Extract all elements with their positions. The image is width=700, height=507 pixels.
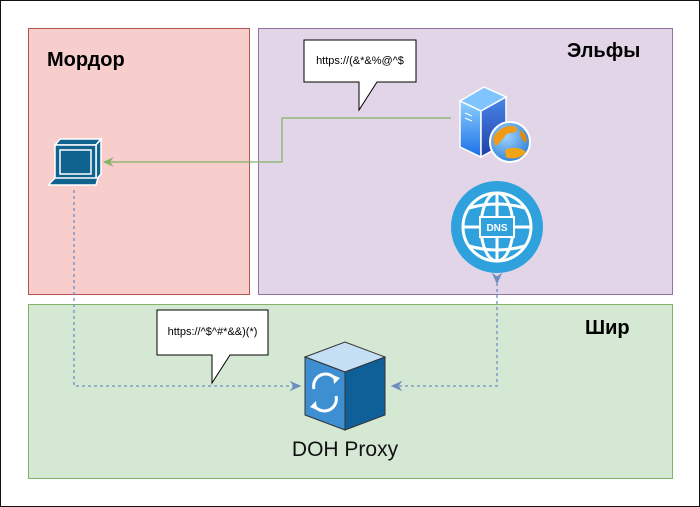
zone-title-elves: Эльфы xyxy=(567,40,641,62)
computer-icon xyxy=(47,136,103,186)
callout-elves-request-text: https://(&*&%@^$ xyxy=(316,55,404,67)
proxy-cube-icon xyxy=(303,341,387,431)
callout-elves-request xyxy=(303,39,417,112)
web-server-icon xyxy=(458,86,531,163)
dns-label: DNS xyxy=(486,223,507,234)
zone-title-shire: Шир xyxy=(585,317,630,339)
dns-globe-icon: DNS xyxy=(451,181,543,273)
edge-client-to-proxy xyxy=(73,190,302,392)
edge-dns-to-proxy xyxy=(390,272,503,392)
zone-title-mordor: Мордор xyxy=(47,49,125,71)
callout-shire-request-text: https://^$^#*&&)(*) xyxy=(167,326,258,338)
callout-shire-request xyxy=(156,309,269,385)
edge-webserver-to-client xyxy=(102,117,451,167)
doh-proxy-label: DOH Proxy xyxy=(291,438,399,461)
